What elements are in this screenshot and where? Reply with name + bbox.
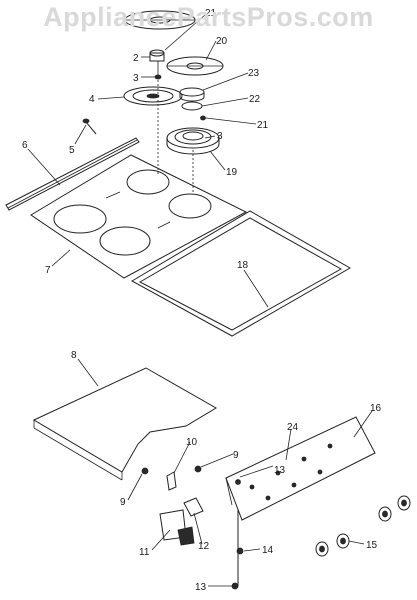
clip-part-12[interactable] <box>183 497 204 517</box>
grate-part-20[interactable] <box>166 56 224 76</box>
clip-part-5[interactable] <box>82 118 97 135</box>
screw-part-21-lower[interactable] <box>200 115 206 121</box>
callout-11: 11 <box>139 547 150 558</box>
screw-part-3-top[interactable] <box>154 61 162 80</box>
screw-part-13-top[interactable] <box>235 479 241 485</box>
callout-5: 5 <box>69 145 75 156</box>
ring-part-22[interactable] <box>181 101 203 111</box>
callout-19: 19 <box>226 167 238 178</box>
screw-part-13-bottom[interactable] <box>231 582 239 590</box>
callout-18: 18 <box>237 260 249 271</box>
callout-4: 4 <box>89 94 95 105</box>
screw-part-9-right[interactable] <box>194 465 202 473</box>
callout-15: 15 <box>366 540 378 551</box>
callout-8: 8 <box>71 350 77 361</box>
callout-24: 24 <box>287 422 299 433</box>
callout-6: 6 <box>22 140 28 151</box>
callout-21-right: 21 <box>257 120 269 131</box>
callout-21-top: 21 <box>205 8 217 19</box>
callout-2: 2 <box>133 53 139 64</box>
callout-12: 12 <box>198 541 210 552</box>
callout-3-top: 3 <box>133 73 139 84</box>
burner-head-part-4[interactable] <box>123 86 183 106</box>
screw-part-9-left[interactable] <box>141 467 149 475</box>
bracket-part-11[interactable] <box>159 509 195 546</box>
callout-13-top: 13 <box>274 465 286 476</box>
callout-22: 22 <box>249 94 261 105</box>
knob-part-15-a[interactable] <box>315 541 329 557</box>
rod-part-14[interactable] <box>236 510 244 586</box>
callout-7: 7 <box>45 265 51 276</box>
callout-labels: 21 2 20 3 23 4 22 5 3 21 6 19 7 18 8 10 … <box>22 8 382 593</box>
knob-part-15-b[interactable] <box>336 533 350 549</box>
knob-part-15-c[interactable] <box>378 506 392 522</box>
callout-20: 20 <box>216 36 228 47</box>
bracket-part-10[interactable] <box>166 471 177 491</box>
callout-14: 14 <box>262 545 274 556</box>
knob-part-15-d[interactable] <box>397 495 411 511</box>
frame-part-18[interactable] <box>130 210 352 337</box>
callout-9-left: 9 <box>120 497 126 508</box>
cooktop-panel-part-7[interactable] <box>30 154 248 279</box>
control-panel-part-24[interactable] <box>225 416 376 521</box>
cap-part-23[interactable] <box>179 87 205 102</box>
trim-strip-part-6[interactable] <box>5 137 140 211</box>
callout-23: 23 <box>248 68 260 79</box>
leader-lines <box>27 13 373 587</box>
burner-grate-top[interactable] <box>124 10 196 30</box>
callout-9-right: 9 <box>233 450 239 461</box>
callout-3-right: 3 <box>217 131 223 142</box>
burner-cap-part-2[interactable] <box>149 49 165 62</box>
bottom-panel-part-8[interactable] <box>32 367 217 481</box>
callout-13-bottom: 13 <box>195 582 207 593</box>
callout-10: 10 <box>186 437 198 448</box>
callout-16: 16 <box>370 403 382 414</box>
